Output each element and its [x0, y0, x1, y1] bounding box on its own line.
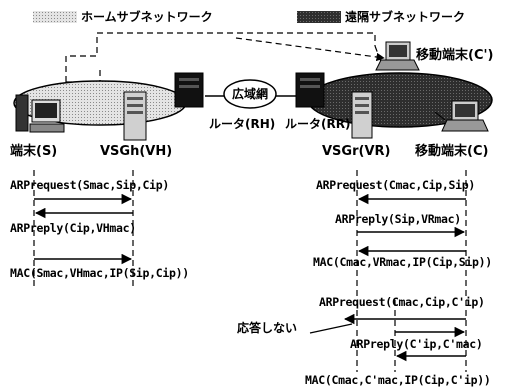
right-arp-request-2: ARPrequest(Cmac,Cip,C'ip): [319, 297, 485, 309]
move-path-2: [66, 70, 100, 82]
no-answer-label: 応答しない: [237, 322, 297, 334]
right-arp-reply-2: ARPreply(C'ip,C'mac): [350, 339, 482, 351]
vsgh-server-icon: [124, 92, 146, 140]
left-arp-reply: ARPreply(Cip,VHmac): [10, 223, 136, 235]
right-arp-reply: ARPreply(Sip,VRmac): [335, 214, 461, 226]
legend-home-swatch: [33, 11, 77, 23]
no-answer-pointer: [310, 324, 352, 333]
mobile-c-label: 移動端末(C): [415, 145, 488, 158]
router-rh-icon: [175, 73, 203, 107]
terminal-s-label: 端末(S): [10, 145, 57, 158]
wan-label: 広域網: [232, 88, 268, 100]
left-arp-request: ARPrequest(Smac,Sip,Cip): [10, 180, 169, 192]
left-mac: MAC(Smac,VHmac,IP(Sip,Cip)): [10, 268, 189, 280]
legend-foreign-swatch: [297, 11, 341, 23]
mobile-c-prime-label: 移動端末(C'): [416, 49, 493, 62]
right-mac: MAC(Cmac,VRmac,IP(Cip,Sip)): [313, 257, 492, 269]
legend-home-label: ホームサブネットワーク: [81, 11, 213, 23]
legend-foreign-label: 遠隔サブネットワーク: [345, 11, 465, 23]
router-rh-label: ルータ(RH): [209, 118, 275, 130]
right-arp-request: ARPrequest(Cmac,Cip,Sip): [316, 180, 475, 192]
terminal-s-icon: [16, 95, 64, 132]
router-rr-icon: [296, 73, 324, 107]
vsgr-label: VSGr(VR): [322, 145, 390, 158]
vsgh-label: VSGh(VH): [100, 145, 172, 158]
move-path: [66, 33, 375, 82]
router-rr-label: ルータ(RR): [285, 118, 350, 130]
right-mac-2: MAC(Cmac,C'mac,IP(Cip,C'ip)): [305, 375, 490, 387]
mobile-c-prime-icon: [376, 42, 419, 70]
vsgr-server-icon: [352, 92, 372, 138]
move-arrow: [236, 38, 384, 58]
